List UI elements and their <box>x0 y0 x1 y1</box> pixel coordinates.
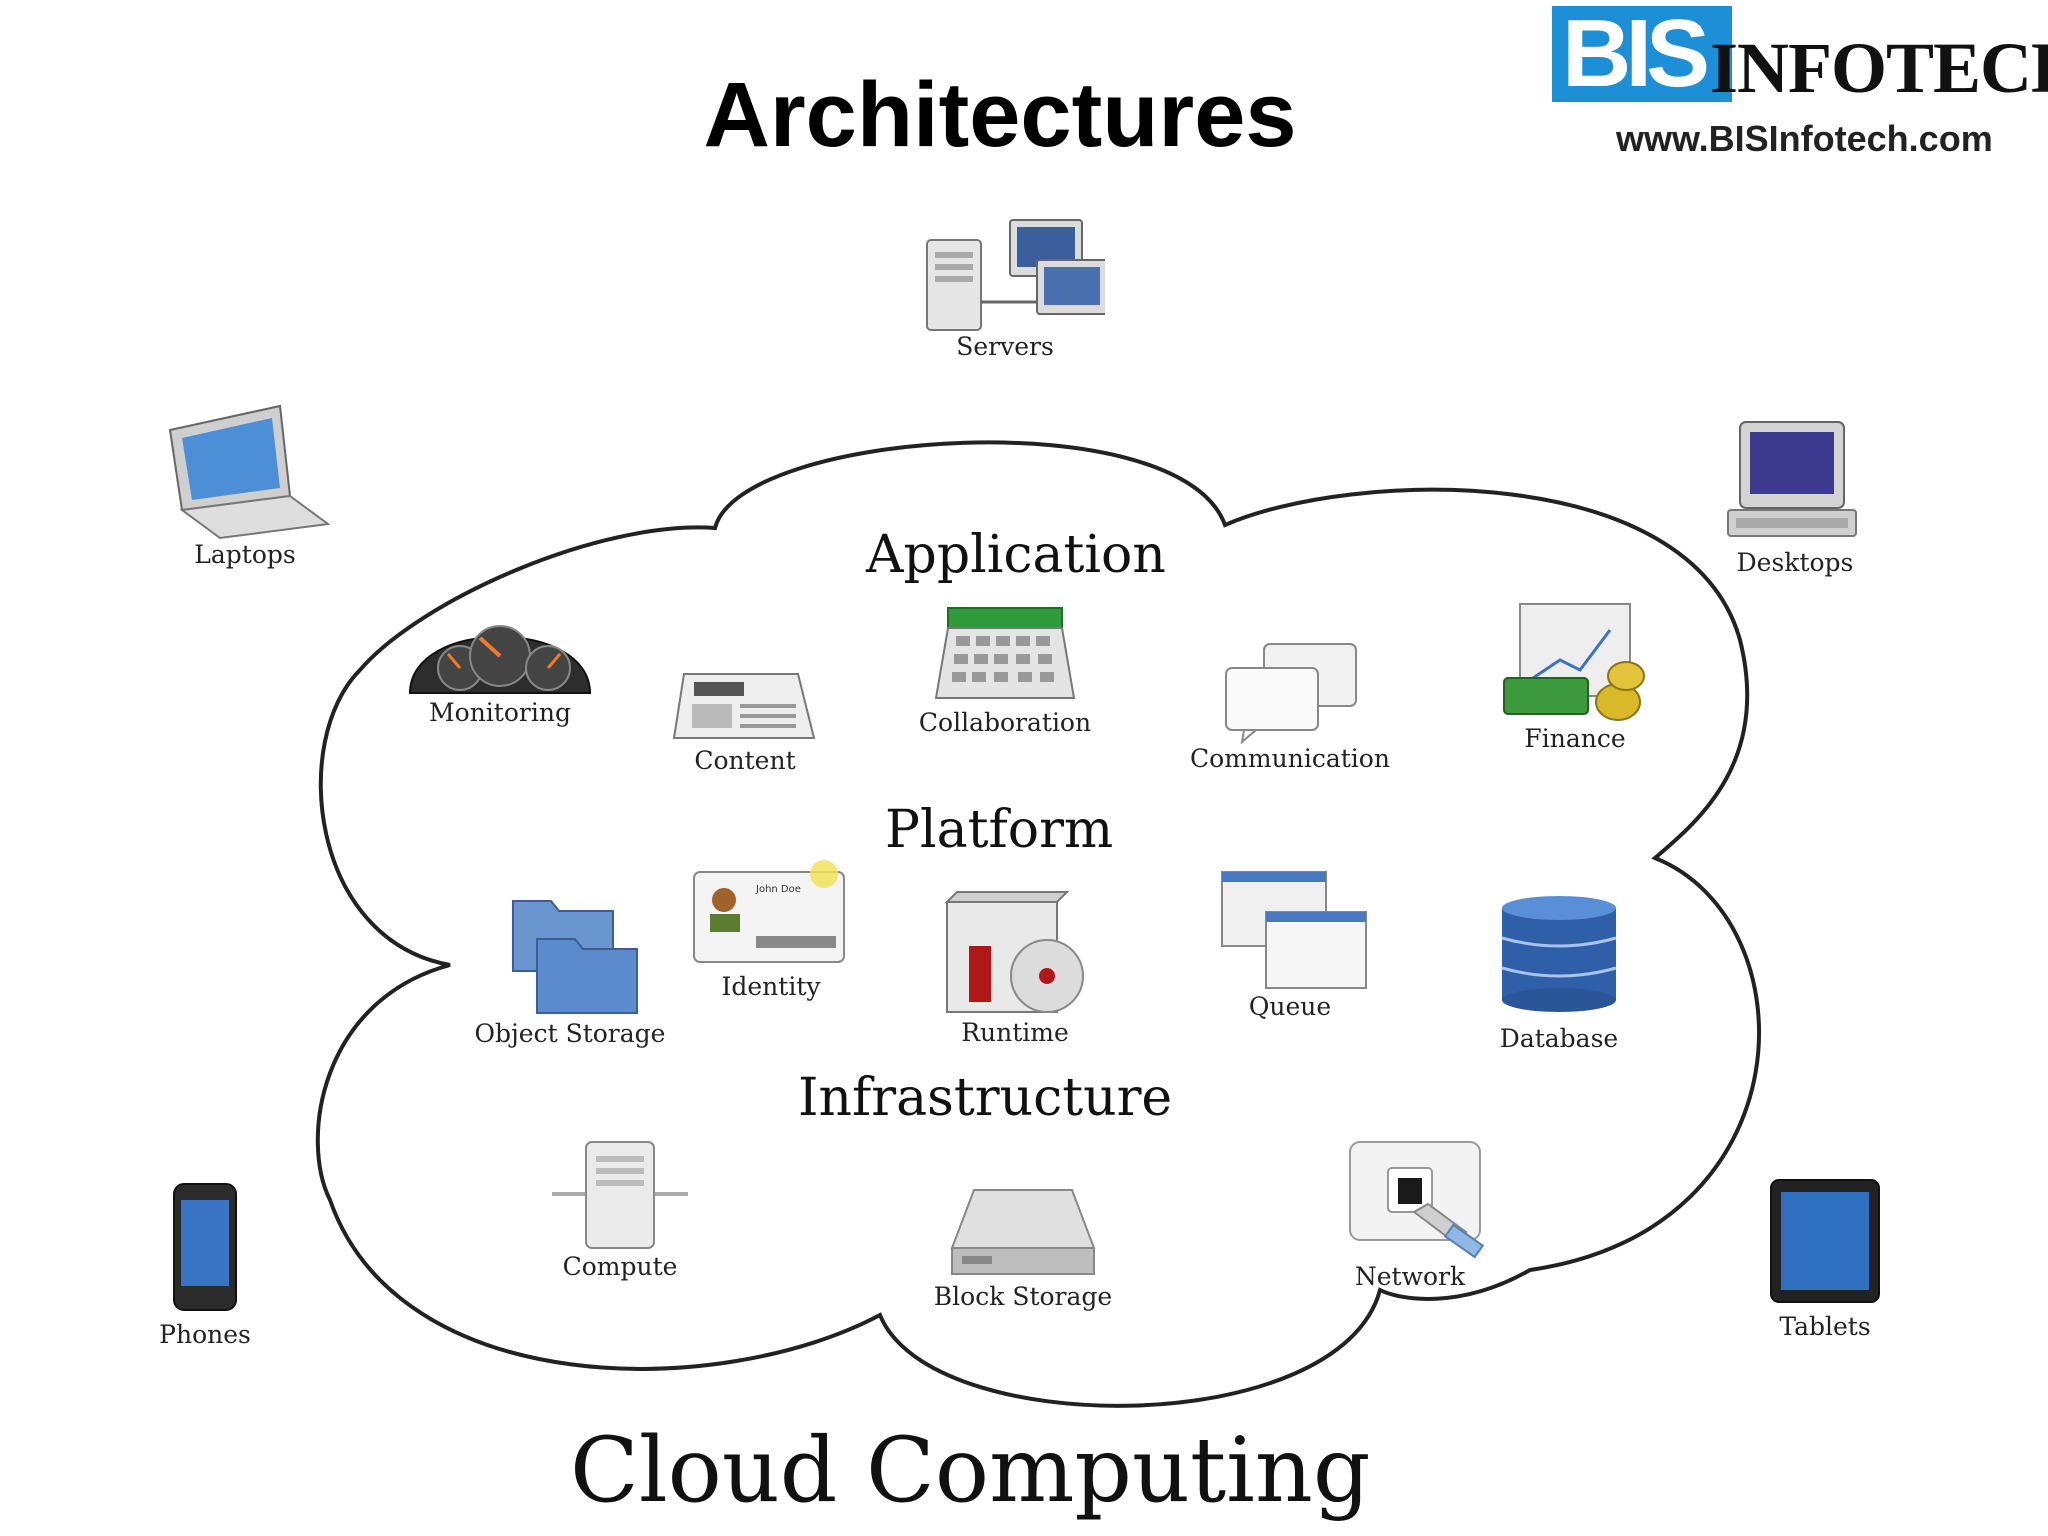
infra-compute: Compute <box>540 1138 700 1281</box>
app-monitoring: Monitoring <box>400 598 600 727</box>
platform-object-storage: Object Storage <box>470 895 670 1048</box>
tablets-label: Tablets <box>1779 1312 1871 1341</box>
newspaper-icon <box>672 673 816 739</box>
calendar-icon <box>934 607 1076 699</box>
app-collaboration: Collaboration <box>905 604 1105 737</box>
identity-label: Identity <box>721 972 821 1001</box>
desktop-icon <box>1727 421 1857 537</box>
monitoring-label: Monitoring <box>429 698 571 727</box>
network-label: Network <box>1354 1262 1466 1291</box>
brand-logo: BIS INFOTECH www.BISInfotech.com <box>1548 2 2048 162</box>
id-card-name: John Doe <box>755 884 801 895</box>
folders-icon <box>512 900 638 1014</box>
infra-block-storage: Block Storage <box>918 1186 1128 1311</box>
communication-label: Communication <box>1190 744 1390 773</box>
page-title: Architectures <box>703 64 1297 166</box>
section-application: Application <box>866 525 1166 585</box>
hard-drive-icon <box>950 1189 1096 1275</box>
runtime-label: Runtime <box>961 1018 1069 1047</box>
block-storage-label: Block Storage <box>933 1282 1113 1311</box>
device-phones: Phones <box>150 1180 260 1349</box>
device-laptops: Laptops <box>160 400 330 569</box>
logo-wordmark: INFOTECH <box>1710 28 2048 108</box>
device-desktops: Desktops <box>1720 418 1870 577</box>
app-finance: Finance <box>1500 600 1650 753</box>
infra-network: Network <box>1330 1138 1490 1291</box>
desktops-label: Desktops <box>1736 548 1854 577</box>
platform-queue: Queue <box>1210 868 1370 1021</box>
servers-label: Servers <box>956 332 1054 361</box>
content-label: Content <box>694 746 796 775</box>
database-icon <box>1501 896 1617 1012</box>
network-port-icon <box>1349 1141 1485 1259</box>
platform-database: Database <box>1494 894 1624 1053</box>
software-box-icon <box>944 891 1084 1013</box>
logo-mark: BIS <box>1552 6 1732 102</box>
section-platform: Platform <box>885 800 1114 860</box>
device-tablets: Tablets <box>1760 1176 1890 1341</box>
logo-url: www.BISInfotech.com <box>1616 118 1993 159</box>
finance-chart-icon <box>1503 603 1645 721</box>
laptop-icon <box>168 404 330 540</box>
compute-label: Compute <box>562 1252 678 1281</box>
phone-icon <box>173 1183 237 1311</box>
device-servers: Servers <box>900 212 1110 361</box>
chat-bubbles-icon <box>1225 643 1357 744</box>
app-content: Content <box>670 666 820 775</box>
database-label: Database <box>1499 1024 1619 1053</box>
windows-icon <box>1221 871 1367 989</box>
queue-label: Queue <box>1248 992 1332 1021</box>
diagram-caption: Cloud Computing <box>570 1418 1371 1523</box>
id-card-icon: John Doe <box>693 860 845 963</box>
collaboration-label: Collaboration <box>918 708 1092 737</box>
object-storage-label: Object Storage <box>474 1019 666 1048</box>
finance-label: Finance <box>1524 724 1626 753</box>
tablet-icon <box>1770 1179 1880 1303</box>
app-communication: Communication <box>1180 640 1400 773</box>
laptops-label: Laptops <box>194 540 296 569</box>
phones-label: Phones <box>159 1320 251 1349</box>
platform-identity: John Doe Identity <box>686 860 856 1001</box>
servers-icon <box>926 219 1105 331</box>
dashboard-gauge-icon <box>408 625 592 694</box>
section-infrastructure: Infrastructure <box>798 1068 1173 1128</box>
platform-runtime: Runtime <box>935 888 1095 1047</box>
server-tower-icon <box>552 1141 688 1249</box>
